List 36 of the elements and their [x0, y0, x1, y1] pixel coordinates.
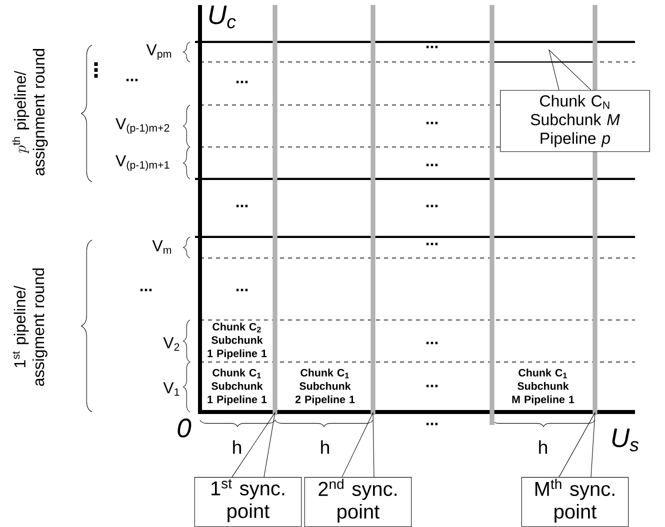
ellipsis: ...	[426, 46, 438, 48]
ellipsis: ...	[426, 342, 438, 344]
axis-label: 0	[178, 418, 192, 438]
variable-label: V$_{2}$	[163, 337, 180, 351]
axis-label: U$_{c}$	[209, 6, 236, 28]
axis-label: U$_{s}$	[612, 428, 639, 452]
interval-label: h	[539, 440, 547, 454]
variable-label: V$_{m}$	[152, 240, 172, 254]
cell-label: Chunk C$_{1}$ Subchunk M Pipeline 1	[512, 368, 574, 406]
ellipsis: ...	[426, 122, 438, 124]
ellipsis: ...	[236, 204, 248, 208]
axis-title: $p^{\mathrm{th}}\textrm{ pipeline/}$ assignment round	[12, 49, 48, 176]
ellipsis: ...	[126, 78, 138, 82]
ellipsis: ...	[426, 384, 438, 388]
ellipsis: ...	[236, 80, 248, 84]
variable-label: V$_{(p-1)m+2}$	[116, 118, 170, 134]
ellipsis: ...	[426, 164, 438, 166]
interval-label: h	[321, 440, 329, 454]
cell-label: Chunk C$_{1}$ Subchunk 2 Pipeline 1	[295, 368, 355, 406]
ellipsis: ...	[236, 288, 248, 292]
leader-line	[558, 411, 596, 478]
callout-box: $\begin{array}{c}\mathrm{1}^{\mathrm{st}}\textrm{ sync.}\\\textrm{point}\end{array}$	[194, 477, 302, 527]
interval-label: h	[233, 440, 241, 454]
leader-line	[342, 411, 374, 478]
ellipsis: ...	[426, 204, 438, 208]
ellipsis: ...	[426, 422, 438, 426]
variable-label: V$_{(p-1)m+1}$	[116, 155, 170, 171]
ellipsis: ...	[140, 288, 152, 292]
ellipsis: ⋮	[94, 62, 98, 78]
variable-label: V$_{pm}$	[146, 44, 172, 60]
callout-box: $\begin{array}{c}\mathrm{M}^{\mathrm{th}}\textrm{ sync.}\\\textrm{point}\end{array}$	[521, 477, 629, 527]
ellipsis: ...	[426, 242, 438, 246]
callout-box: $\begin{array}{c}\mathrm{2}^{\mathrm{nd}}\textrm{ sync.}\\\textrm{point}\end{array}$	[304, 477, 412, 527]
variable-label: V$_{1}$	[163, 382, 180, 396]
leader-line	[232, 411, 276, 478]
callout-box: Chunk C$_{N}$ Subchunk M Pipeline p	[500, 90, 650, 152]
